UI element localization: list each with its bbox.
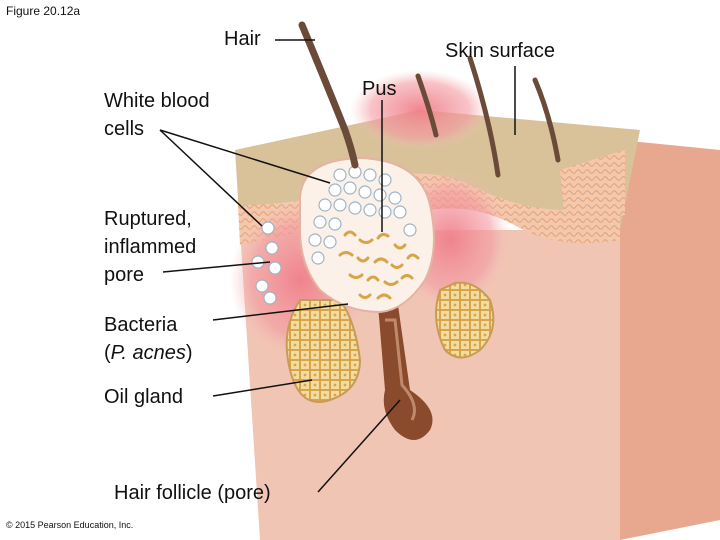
leader-bacteria	[212, 303, 349, 321]
white-blood-cells	[308, 165, 417, 265]
label-ruptured-line3: pore	[104, 264, 145, 286]
hair-strand-1	[415, 73, 439, 138]
skin-side-face	[620, 140, 720, 540]
leader-wbc-1	[159, 129, 331, 184]
escaped-white-blood-cells	[251, 221, 282, 305]
oil-gland-right	[435, 281, 495, 359]
label-hair-follicle: Hair follicle (pore)	[114, 482, 271, 504]
hair-follicle-highlight	[385, 318, 416, 421]
bacteria-species: P. acnes	[110, 342, 186, 364]
label-bacteria-line2: (P. acnes)	[104, 340, 193, 366]
bacteria-cluster	[338, 230, 420, 300]
bacteria-close-paren: )	[185, 342, 193, 364]
leader-lines	[159, 39, 516, 493]
hair-strand-2	[467, 55, 501, 178]
hair-main	[298, 21, 359, 169]
hair-follicle	[378, 305, 433, 440]
label-white-blood-cells-line2: cells	[104, 118, 145, 140]
oil-gland-left	[285, 299, 362, 403]
figure-number: Figure 20.12a	[6, 4, 81, 18]
bacteria-open-paren: (	[104, 342, 111, 364]
inflammation-upper	[350, 70, 490, 150]
label-bacteria-line1: Bacteria	[104, 314, 178, 336]
label-ruptured-line1: Ruptured,	[104, 208, 192, 230]
epidermis-layer-right	[560, 150, 625, 222]
leader-follicle	[317, 399, 401, 493]
label-hair: Hair	[224, 28, 261, 50]
leader-wbc-2	[159, 129, 263, 227]
leader-oil-gland	[212, 379, 313, 397]
copyright-notice: © 2015 Pearson Education, Inc.	[6, 520, 134, 530]
hair-strand-3	[532, 77, 561, 163]
label-ruptured-line2: inflammed	[104, 236, 197, 258]
label-skin-surface: Skin surface	[445, 40, 556, 62]
leader-ruptured	[162, 261, 271, 273]
label-white-blood-cells-line1: White blood	[104, 90, 210, 112]
label-pus: Pus	[362, 78, 397, 100]
label-oil-gland: Oil gland	[104, 386, 183, 408]
